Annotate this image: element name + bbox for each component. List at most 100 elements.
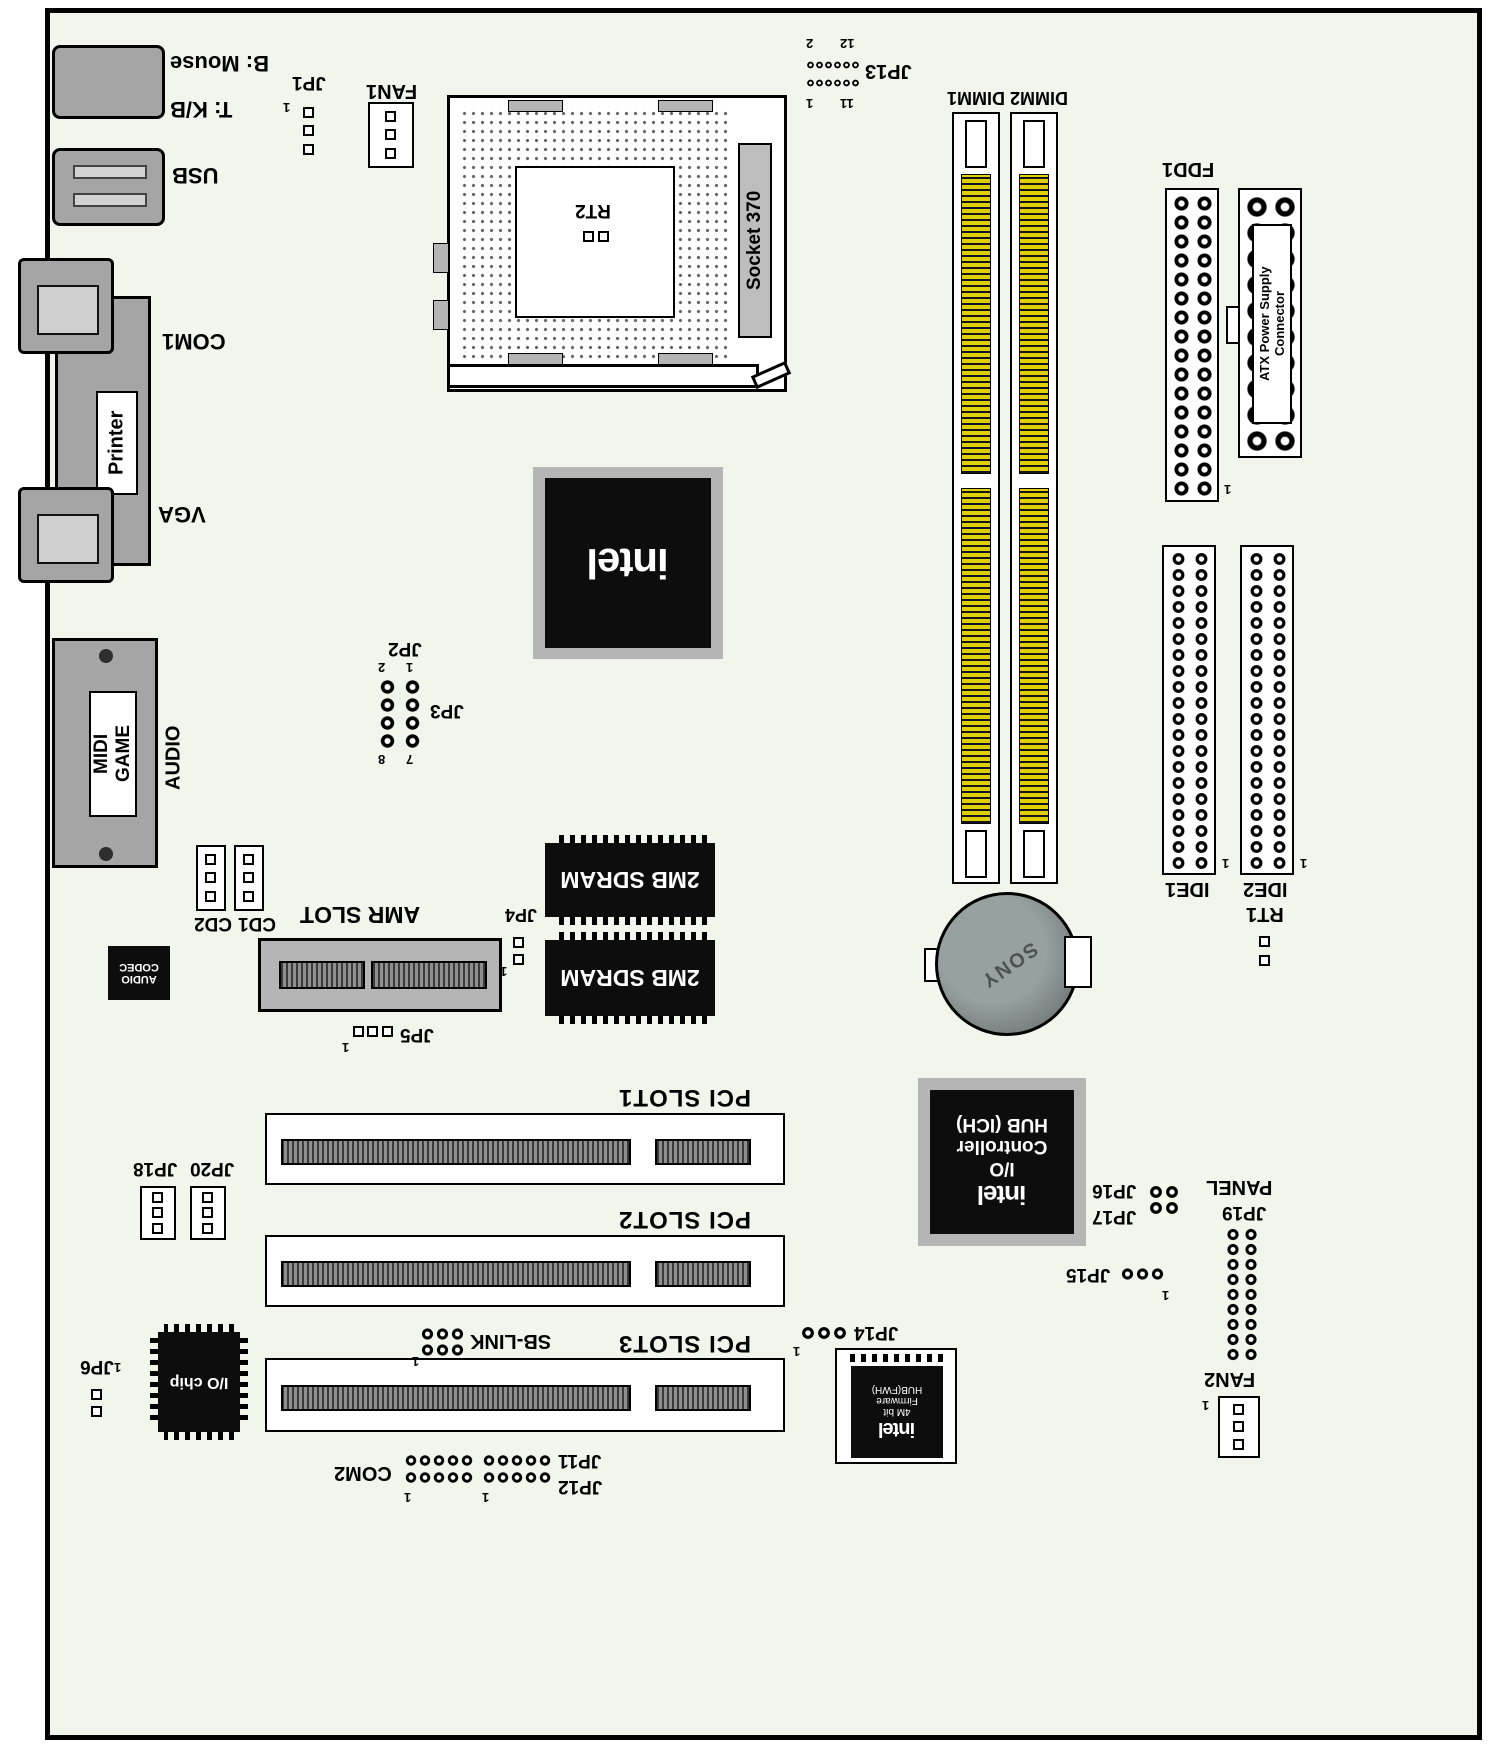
pin	[598, 231, 609, 243]
pin	[243, 872, 255, 884]
jp13-header	[806, 56, 860, 92]
pin	[205, 854, 217, 866]
com2-pin1-label: 1	[404, 1489, 412, 1505]
fdd1-label: FDD1	[1162, 158, 1215, 180]
pin	[385, 147, 397, 159]
jp4-jumper	[508, 932, 530, 970]
pin	[1233, 1438, 1245, 1450]
fan2-connector	[1218, 1396, 1260, 1458]
pin	[202, 1192, 214, 1204]
jp14-label: JP14	[854, 1321, 899, 1343]
com2-label: COM2	[334, 1462, 392, 1484]
codec-line1: AUDIO	[121, 973, 157, 985]
jp17-label: JP17	[1092, 1205, 1137, 1227]
cd2-label: CD2	[194, 912, 233, 934]
ide2-connector	[1240, 545, 1294, 875]
pin	[513, 937, 525, 949]
rt1-jumper	[1253, 928, 1277, 974]
midi-game-label-box: MIDI GAME	[89, 691, 137, 817]
jp18-jumper	[140, 1186, 176, 1240]
jp3-label: JP3	[430, 699, 464, 721]
jp3-pin2-label: 2	[378, 659, 386, 675]
amr-slot-label: AMR SLOT	[300, 902, 421, 929]
dimm2-label: DIMM2	[1010, 87, 1068, 108]
fwh-line2: Firmware	[876, 1395, 918, 1406]
pin	[303, 125, 315, 137]
ich-line2: Controller	[956, 1136, 1048, 1158]
pin	[205, 890, 217, 902]
pin	[243, 890, 255, 902]
pin	[385, 111, 397, 123]
printer-label: Printer	[105, 410, 128, 476]
jp19-label: JP19	[1222, 1201, 1267, 1223]
ich-line3: HUB (ICH)	[956, 1114, 1048, 1136]
jp18-label: JP18	[133, 1157, 178, 1179]
ps2-connector	[52, 45, 165, 119]
dimm2-slot	[1010, 112, 1058, 884]
pci-slot3	[265, 1358, 785, 1432]
cpu-socket: RT2 Socket 370	[447, 95, 787, 392]
pin	[1233, 1404, 1245, 1416]
jp2-label: JP2	[388, 637, 422, 659]
dimm1-slot	[952, 112, 1000, 884]
printer-label-box: Printer	[96, 391, 138, 495]
jp1-pin1-label: 1	[283, 99, 291, 115]
atx-power-connector: ATX Power Supply Connector	[1238, 188, 1302, 458]
jp6-label: JP6	[80, 1355, 114, 1377]
jp3-pin7-label: 7	[406, 751, 414, 767]
dimm-clip	[965, 830, 987, 878]
fan1-connector	[368, 102, 414, 168]
rt2-label: RT2	[575, 199, 611, 221]
battery-clip	[1064, 936, 1092, 988]
com1-connector	[18, 258, 114, 354]
socket-side-tab	[433, 300, 449, 330]
jp6-pin1-label: 1	[114, 1359, 122, 1375]
usb-connector	[52, 148, 165, 226]
socket-lever	[447, 364, 759, 388]
fwh-chip: intel 4M bit Firmware HUB(FWH)	[851, 1366, 943, 1458]
socket-name: Socket 370	[744, 190, 765, 291]
dimm-clip	[1023, 120, 1045, 168]
io-chip: I/O chip	[150, 1324, 248, 1440]
jp15-label: JP15	[1066, 1263, 1111, 1285]
jp16-label: JP16	[1092, 1179, 1137, 1201]
amr-connector-fill	[371, 961, 487, 989]
cd1-label: CD1	[238, 912, 277, 934]
jp13-pin11-label: 11	[840, 95, 854, 111]
jp16-jp17-header	[1148, 1184, 1180, 1216]
fan2-pin1-label: 1	[1202, 1397, 1210, 1413]
jp11-pin1-label: 1	[482, 1489, 490, 1505]
audio-label: AUDIO	[160, 710, 188, 806]
com2-header	[404, 1452, 474, 1486]
fdd1-pin-holes	[1170, 194, 1216, 498]
battery-brand-label: SONY	[975, 937, 1042, 993]
sdram-label: 2MB SDRAM	[560, 867, 700, 894]
jp13-pin2-label: 2	[806, 35, 814, 51]
screw	[99, 847, 113, 861]
pin	[513, 953, 525, 965]
chip-pins	[164, 1432, 234, 1440]
chip-pins	[164, 1324, 234, 1332]
socket-name-bar: Socket 370	[738, 143, 772, 338]
sb-link-pin1-label: 1	[412, 1353, 420, 1369]
jp3-header	[375, 678, 425, 750]
jp13-label: JP13	[865, 60, 912, 82]
dimm-pins	[1019, 488, 1049, 824]
pin	[353, 1026, 365, 1038]
amr-slot	[258, 938, 502, 1012]
pci-connector-fill	[655, 1139, 751, 1165]
jp6-jumper	[86, 1382, 108, 1424]
ich-chip: intel I/O Controller HUB (ICH)	[930, 1090, 1074, 1234]
jp5-pin1-label: 1	[342, 1039, 350, 1055]
dimm-clip	[1023, 830, 1045, 878]
dimm1-label: DIMM1	[947, 87, 1005, 108]
ich-chip-base: intel I/O Controller HUB (ICH)	[918, 1078, 1086, 1246]
fwh-line1: 4M bit	[883, 1406, 911, 1417]
rt1-label: RT1	[1246, 903, 1284, 925]
fan1-label: FAN1	[366, 80, 418, 102]
chip-pins	[849, 1354, 943, 1362]
pin	[202, 1222, 214, 1234]
chip-pins	[553, 932, 707, 940]
fwh-line3: HUB(FWH)	[871, 1384, 923, 1395]
jp14-header	[800, 1322, 848, 1344]
